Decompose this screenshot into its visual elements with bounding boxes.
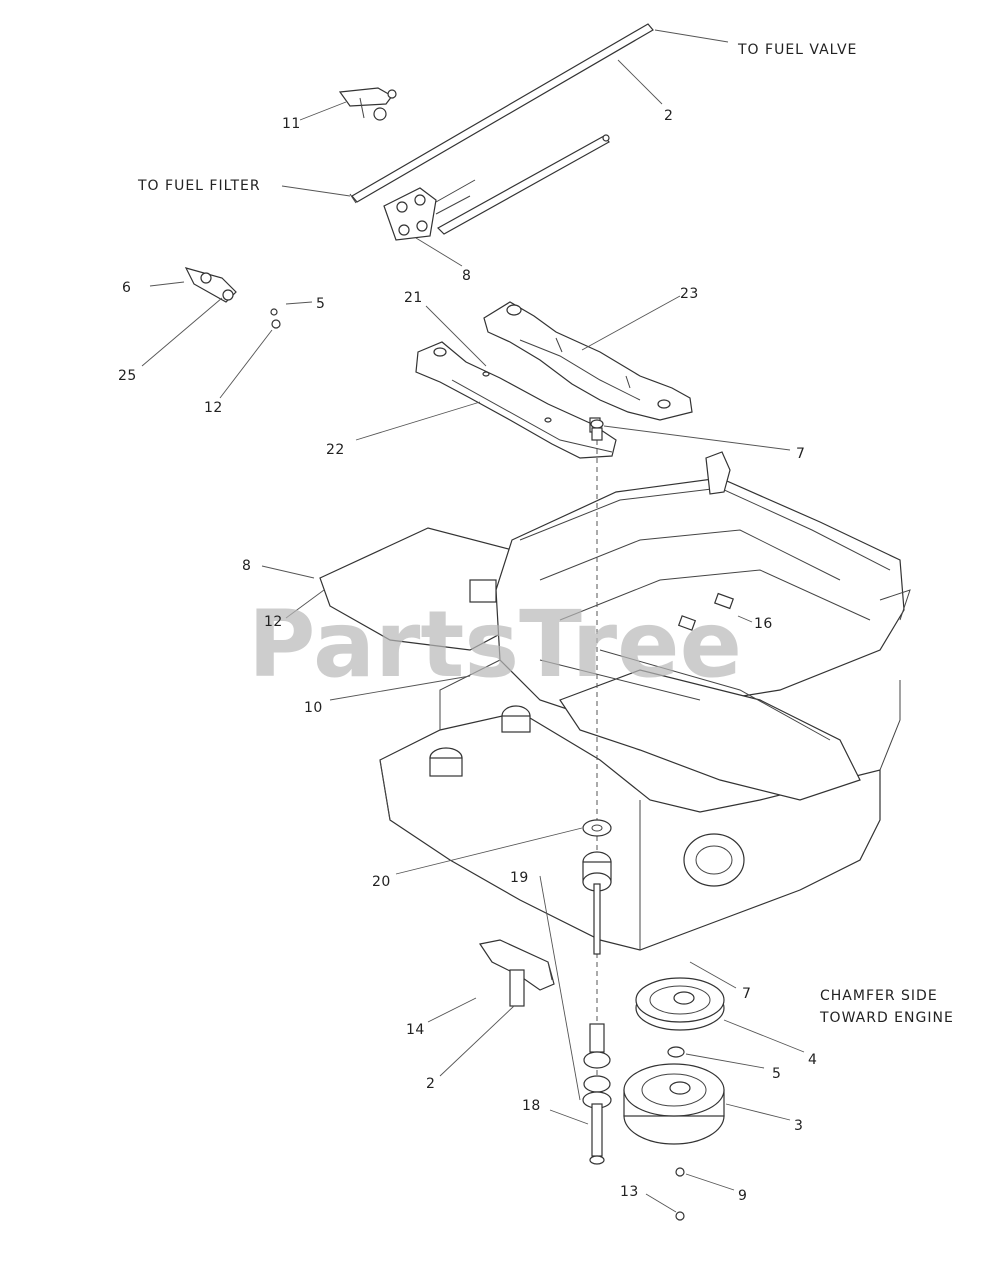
callout-4: 4 bbox=[808, 1052, 817, 1068]
callout-5-top: 5 bbox=[316, 296, 325, 312]
callout-8-top: 8 bbox=[462, 268, 471, 284]
washer-part-5-low bbox=[667, 1046, 685, 1058]
callout-11: 11 bbox=[282, 116, 301, 132]
callout-9: 9 bbox=[738, 1188, 747, 1204]
callout-12-mid: 12 bbox=[264, 614, 283, 630]
note-to-fuel-filter: TO FUEL FILTER bbox=[137, 178, 261, 194]
fitting-part-11 bbox=[338, 87, 397, 121]
washer-part-5 bbox=[270, 308, 281, 329]
callout-14: 14 bbox=[406, 1022, 425, 1038]
callout-6: 6 bbox=[122, 280, 131, 296]
callout-12-top: 12 bbox=[204, 400, 223, 416]
note-chamfer-line2: TOWARD ENGINE bbox=[819, 1010, 954, 1026]
callout-25: 25 bbox=[118, 368, 137, 384]
nut-part-13 bbox=[675, 1211, 685, 1221]
fitting-part-6 bbox=[184, 267, 237, 303]
callout-7-top: 7 bbox=[796, 446, 805, 462]
bracket-part-23 bbox=[483, 301, 693, 421]
spacer-part-19 bbox=[582, 851, 612, 892]
clamp-part-8 bbox=[383, 179, 476, 241]
callout-21: 21 bbox=[404, 290, 423, 306]
threaded-rod bbox=[593, 883, 601, 955]
callout-3: 3 bbox=[794, 1118, 803, 1134]
bracket-part-2 bbox=[479, 939, 555, 1007]
nut-part-9 bbox=[675, 1167, 685, 1177]
callout-2-low: 2 bbox=[426, 1076, 435, 1092]
callout-5-low: 5 bbox=[772, 1066, 781, 1082]
note-chamfer-line1: CHAMFER SIDE bbox=[820, 988, 938, 1004]
clutch-part-3 bbox=[623, 1063, 725, 1145]
callout-2-top: 2 bbox=[664, 108, 673, 124]
pulley-part-4 bbox=[635, 977, 725, 1031]
bushing-stack bbox=[582, 1023, 612, 1109]
callout-18: 18 bbox=[522, 1098, 541, 1114]
callout-8-mid: 8 bbox=[242, 558, 251, 574]
bolt-part-18 bbox=[589, 1103, 605, 1165]
mower-frame bbox=[319, 451, 911, 951]
note-to-fuel-valve: TO FUEL VALVE bbox=[737, 42, 857, 58]
callout-16: 16 bbox=[754, 616, 773, 632]
callout-7-low: 7 bbox=[742, 986, 751, 1002]
callout-23: 23 bbox=[680, 286, 699, 302]
bolt-part-7 bbox=[590, 419, 604, 441]
callout-10: 10 bbox=[304, 700, 323, 716]
callout-19: 19 bbox=[510, 870, 529, 886]
callout-22: 22 bbox=[326, 442, 345, 458]
leader-lines bbox=[141, 29, 805, 1213]
spacer-part-20 bbox=[582, 819, 612, 837]
fuel-line bbox=[349, 23, 654, 204]
watermark: PartsTree bbox=[248, 591, 742, 698]
callout-13: 13 bbox=[620, 1184, 639, 1200]
cable-rod bbox=[437, 134, 610, 235]
callout-20: 20 bbox=[372, 874, 391, 890]
